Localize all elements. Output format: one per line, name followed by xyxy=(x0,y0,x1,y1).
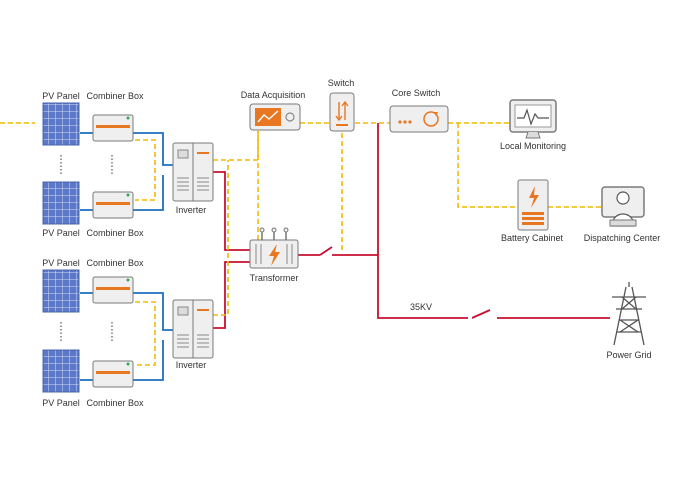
power-lines xyxy=(213,123,610,329)
pv-panel-label: PV Panel xyxy=(42,228,80,238)
combiner-box-label: Combiner Box xyxy=(86,228,144,238)
combiner-box-4 xyxy=(92,360,134,388)
pv-panel-4 xyxy=(42,349,80,393)
pv-panel-label: PV Panel xyxy=(42,398,80,408)
power-grid-label: Power Grid xyxy=(606,350,652,360)
combiner-box-label: Combiner Box xyxy=(86,91,144,101)
transformer-device xyxy=(249,227,299,269)
data-acquisition-device xyxy=(249,103,301,131)
battery-cabinet-label: Battery Cabinet xyxy=(500,233,564,243)
switch-label: Switch xyxy=(327,78,355,88)
core-switch-label: Core Switch xyxy=(391,88,441,98)
transformer-label: Transformer xyxy=(249,273,299,283)
inverter-label: Inverter xyxy=(175,205,207,215)
dc-lines xyxy=(80,132,173,381)
data-acquisition-label: Data Acquisition xyxy=(240,90,306,100)
local-monitoring-label: Local Monitoring xyxy=(499,141,567,151)
combiner-box-1 xyxy=(92,114,134,142)
switch-device xyxy=(329,92,355,132)
dispatching-center-label: Dispatching Center xyxy=(583,233,661,243)
battery-cabinet-device xyxy=(517,179,549,231)
pv-panel-label: PV Panel xyxy=(42,91,80,101)
combiner-box-label: Combiner Box xyxy=(86,258,144,268)
combiner-box-2 xyxy=(92,191,134,219)
data-lines xyxy=(0,122,602,366)
combiner-box-label: Combiner Box xyxy=(86,398,144,408)
pv-panel-label: PV Panel xyxy=(42,258,80,268)
dispatching-center-device xyxy=(601,186,645,227)
local-monitoring-device xyxy=(509,99,557,139)
inverter-1 xyxy=(172,142,214,202)
power-grid-tower xyxy=(612,282,646,346)
core-switch-device xyxy=(389,105,449,133)
inverter-2 xyxy=(172,299,214,359)
inverter-label: Inverter xyxy=(175,360,207,370)
pv-panel-3 xyxy=(42,269,80,313)
pv-panel-2 xyxy=(42,181,80,225)
voltage-label: 35KV xyxy=(410,302,433,312)
combiner-box-3 xyxy=(92,276,134,304)
pv-panel-1 xyxy=(42,102,80,146)
